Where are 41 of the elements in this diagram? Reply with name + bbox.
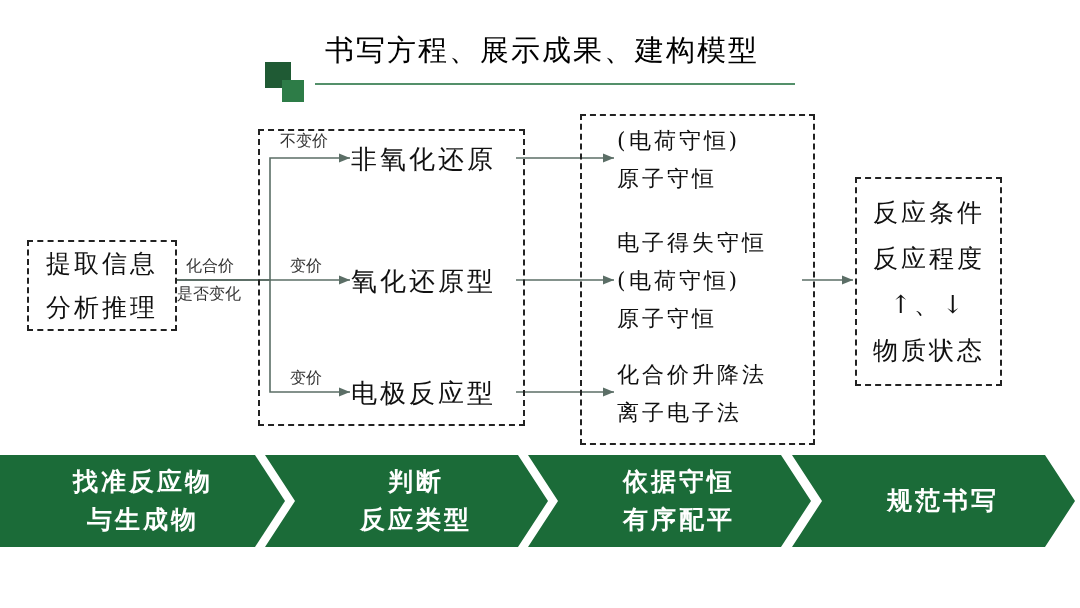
step-label: 判断 <box>386 466 444 498</box>
chevron-step <box>528 455 811 547</box>
node-text: 物质状态 <box>872 334 985 367</box>
node-text: 原子守恒 <box>617 165 717 193</box>
edge-label: 不变价 <box>280 132 328 150</box>
node-text: 反应程度 <box>872 242 985 275</box>
step-label: 与生成物 <box>86 504 199 536</box>
edge-label: 变价 <box>290 369 322 387</box>
node-text: 原子守恒 <box>617 305 717 333</box>
node-text: 离子电子法 <box>617 399 742 427</box>
node-text: 非氧化还原 <box>351 143 496 176</box>
node-text: 电子得失守恒 <box>617 229 767 257</box>
node-text: 氧化还原型 <box>351 265 496 298</box>
chevron-step <box>0 455 285 547</box>
arrow <box>515 275 615 285</box>
branch-label: 是否变化 <box>177 285 241 303</box>
node-text: 分析推理 <box>46 291 158 324</box>
node-text: 电极反应型 <box>351 377 496 410</box>
step-label: 依据守恒 <box>621 466 735 498</box>
chevron-step <box>792 455 1075 547</box>
arrow <box>515 153 615 163</box>
step-label: 规范书写 <box>885 485 999 517</box>
edge-label: 变价 <box>290 257 322 275</box>
arrow <box>176 279 351 397</box>
node-text: 反应条件 <box>872 196 985 229</box>
chevron-step <box>265 455 548 547</box>
arrow <box>515 387 615 397</box>
step-label: 找准反应物 <box>72 466 213 498</box>
node-text: 提取信息 <box>46 247 158 280</box>
step-label: 有序配平 <box>621 504 735 536</box>
node-text: (电荷守恒) <box>617 267 741 295</box>
dashed-group-box <box>580 114 815 445</box>
node-text: (电荷守恒) <box>617 127 741 155</box>
node-text: ↑、↓ <box>890 288 967 321</box>
dashed-box <box>27 240 177 331</box>
step-label: 反应类型 <box>358 504 472 536</box>
dashed-box <box>855 177 1002 386</box>
node-text: 化合价升降法 <box>617 361 767 389</box>
title: 书写方程、展示成果、建构模型 <box>325 32 759 69</box>
arrow <box>801 275 854 285</box>
branch-label: 化合价 <box>186 257 234 275</box>
